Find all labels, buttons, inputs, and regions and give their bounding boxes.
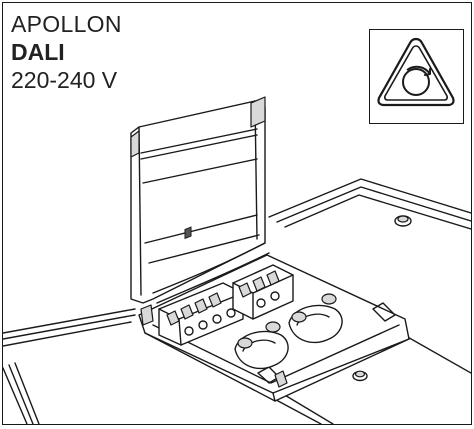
cable-clamp-right <box>288 293 343 344</box>
terminal-compartment-illustration <box>3 96 471 424</box>
dimmable-triangle-icon <box>377 37 455 107</box>
product-name: APOLLON <box>11 11 122 37</box>
dimmable-symbol-box <box>369 29 464 124</box>
protocol-label: DALI <box>11 39 65 65</box>
cable-clamp-left <box>234 321 289 370</box>
title-block: APOLLON DALI 220-240 V <box>11 11 122 94</box>
screw-top-right <box>394 215 412 227</box>
diagram-frame: APOLLON DALI 220-240 V <box>2 2 472 425</box>
terminal-block-right <box>232 264 294 320</box>
terminal-block-left <box>158 226 244 346</box>
screw-bottom <box>352 370 368 382</box>
voltage-label: 220-240 V <box>11 67 118 93</box>
strain-relief-clips <box>140 304 288 388</box>
hinged-lid <box>130 96 270 304</box>
